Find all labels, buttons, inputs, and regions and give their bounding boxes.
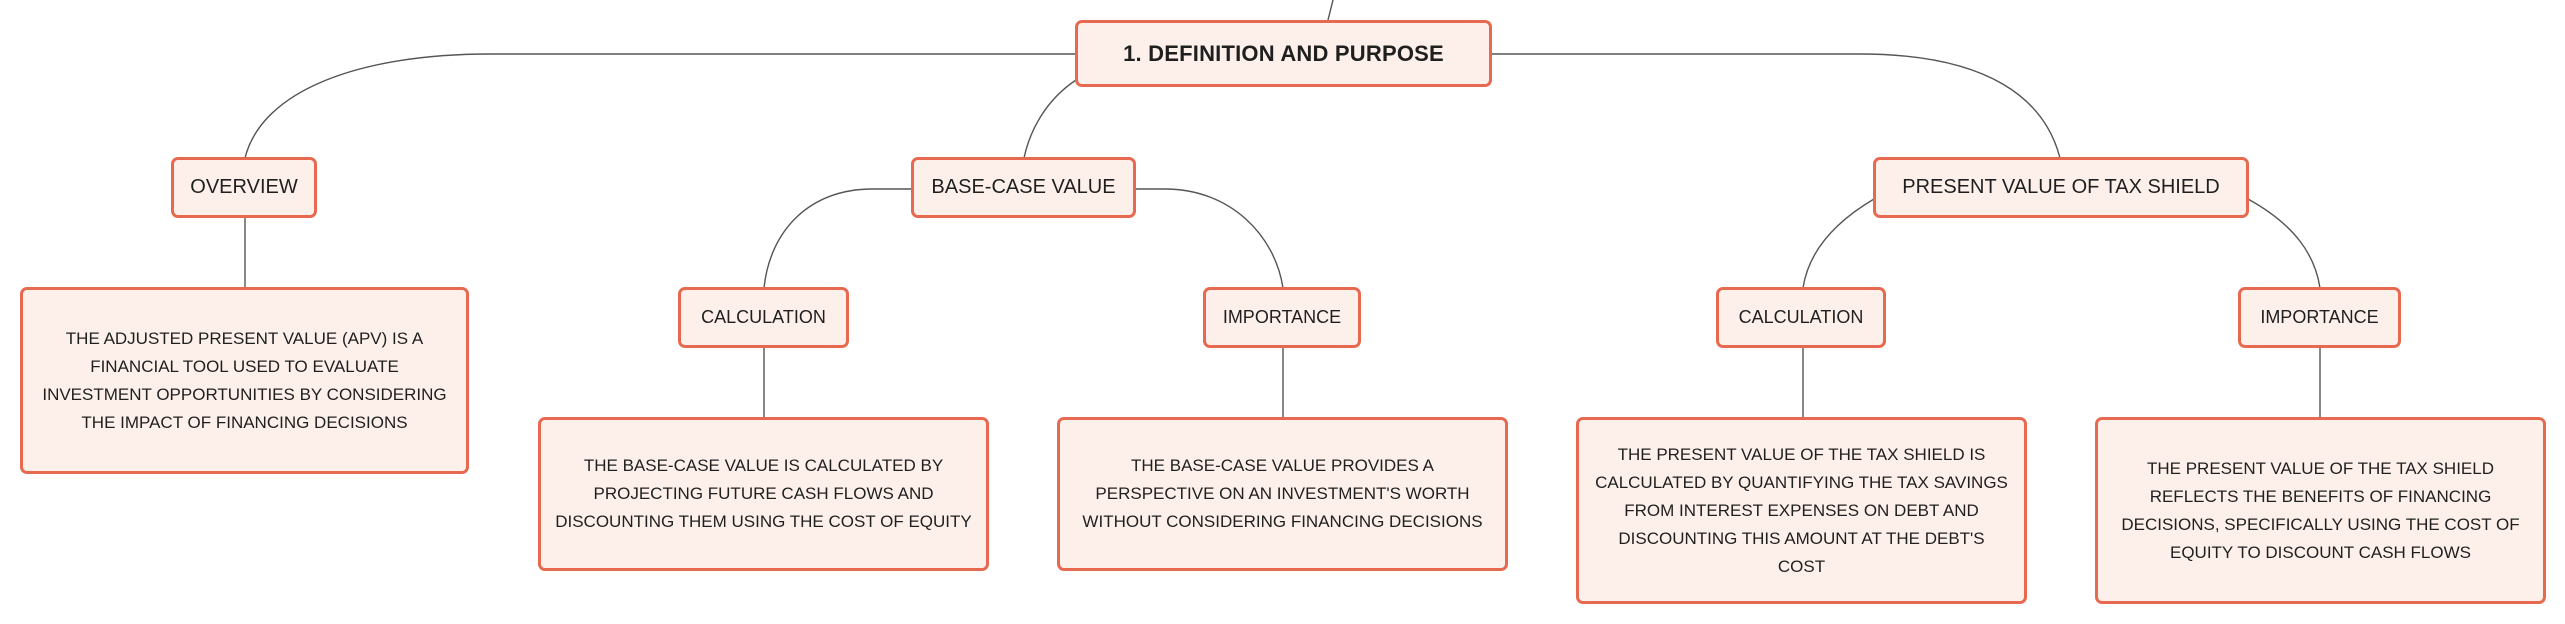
connector-base-calculation: [763, 188, 912, 289]
tax-calculation-text-node[interactable]: THE PRESENT VALUE OF THE TAX SHIELD IS C…: [1576, 417, 2027, 604]
tax-importance-node[interactable]: IMPORTANCE: [2238, 287, 2401, 348]
tax-shield-node[interactable]: PRESENT VALUE OF TAX SHIELD: [1873, 157, 2249, 218]
overview-text: THE ADJUSTED PRESENT VALUE (APV) IS A FI…: [42, 328, 447, 432]
tax-calculation-label: CALCULATION: [1738, 307, 1864, 327]
connector-root-base-case: [1023, 79, 1077, 159]
overview-node-label: OVERVIEW: [190, 176, 298, 198]
base-importance-text-node[interactable]: THE BASE-CASE VALUE PROVIDES A PERSPECTI…: [1057, 417, 1508, 571]
tax-importance-text: THE PRESENT VALUE OF THE TAX SHIELD REFL…: [2121, 458, 2520, 562]
base-calculation-label: CALCULATION: [701, 307, 826, 327]
root-node[interactable]: 1. DEFINITION AND PURPOSE: [1075, 20, 1492, 87]
overview-text-node[interactable]: THE ADJUSTED PRESENT VALUE (APV) IS A FI…: [20, 287, 469, 474]
tax-shield-node-label: PRESENT VALUE OF TAX SHIELD: [1902, 176, 2220, 198]
base-case-node[interactable]: BASE-CASE VALUE: [911, 157, 1136, 218]
base-importance-node[interactable]: IMPORTANCE: [1203, 287, 1361, 348]
tax-calculation-text: THE PRESENT VALUE OF THE TAX SHIELD IS C…: [1595, 444, 2008, 576]
connector-tax-calculation: [1802, 198, 1875, 289]
base-importance-text: THE BASE-CASE VALUE PROVIDES A PERSPECTI…: [1082, 456, 1483, 531]
root-node-label: 1. DEFINITION AND PURPOSE: [1123, 40, 1444, 66]
base-calculation-text: THE BASE-CASE VALUE IS CALCULATED BY PRO…: [555, 456, 972, 531]
tax-importance-label: IMPORTANCE: [2260, 307, 2379, 327]
tax-importance-text-node[interactable]: THE PRESENT VALUE OF THE TAX SHIELD REFL…: [2095, 417, 2546, 604]
connector-root-tax-shield: [1490, 53, 2061, 159]
connector-root-incoming: [1327, 0, 1334, 21]
connector-root-overview: [244, 53, 1076, 159]
base-importance-label: IMPORTANCE: [1222, 307, 1342, 327]
tax-calculation-node[interactable]: CALCULATION: [1716, 287, 1886, 348]
overview-node[interactable]: OVERVIEW: [171, 157, 317, 218]
base-calculation-text-node[interactable]: THE BASE-CASE VALUE IS CALCULATED BY PRO…: [538, 417, 989, 571]
connector-tax-importance: [2247, 198, 2321, 289]
connector-base-importance: [1134, 188, 1284, 289]
base-calculation-node[interactable]: CALCULATION: [678, 287, 849, 348]
base-case-node-label: BASE-CASE VALUE: [931, 176, 1116, 198]
